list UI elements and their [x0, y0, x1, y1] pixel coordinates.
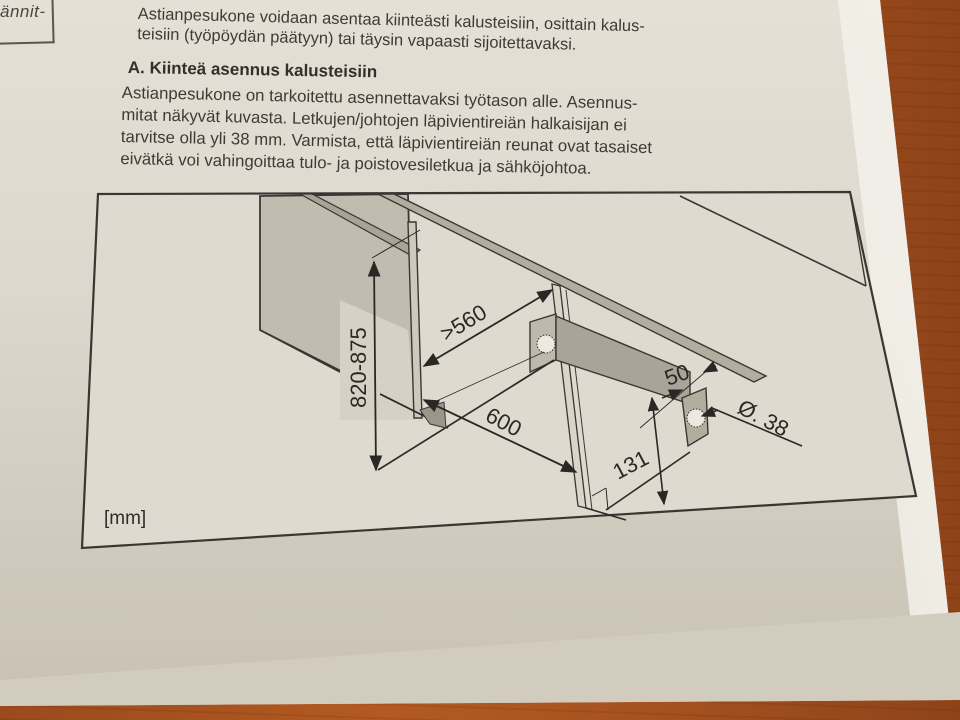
cable-hole-right-icon	[686, 408, 706, 428]
dimension-height: 820-875	[346, 229, 421, 472]
countertop	[297, 191, 867, 383]
height-label: 820-875	[346, 327, 371, 408]
previous-section-fragment: ännit-	[0, 2, 46, 21]
unit-label: [mm]	[104, 508, 147, 529]
left-post	[407, 221, 423, 419]
cable-hole-left-icon	[536, 334, 556, 354]
